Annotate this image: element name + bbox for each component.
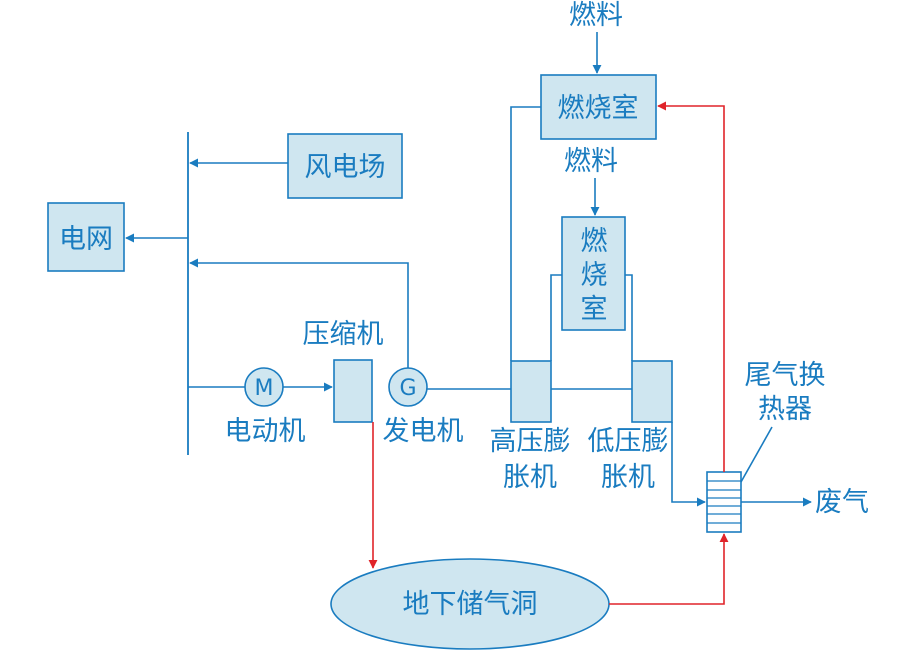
top-fuel-label: 燃料 [569, 0, 623, 31]
mid-combustor-to-lp-line [625, 274, 633, 361]
recuperator-to-top-combustor-arrow [657, 101, 725, 472]
motor-symbol: M [255, 376, 274, 401]
lp-expander-label-line2: 胀机 [601, 462, 655, 493]
wind-farm-label: 风电场 [305, 152, 386, 183]
motor-label: 电动机 [225, 416, 306, 447]
top-combustor-to-hp-line [510, 106, 541, 361]
hp-to-mid-combustor-line [550, 274, 562, 361]
lp-expander-label-line1: 低压膨 [588, 426, 669, 457]
compressor-label: 压缩机 [303, 319, 384, 350]
lp-to-recuperator-arrow [671, 422, 706, 507]
generator-label: 发电机 [383, 416, 464, 447]
mid-fuel-label: 燃料 [564, 146, 618, 177]
hp-expander-label-line1: 高压膨 [490, 426, 571, 457]
generator-to-bus-arrow [189, 258, 409, 368]
recuperator-plates [707, 480, 741, 524]
wind-farm-box [287, 133, 403, 199]
grid-label: 电网 [59, 224, 113, 255]
mid-combustor-label-3: 室 [581, 294, 608, 325]
mid-combustor-label-1: 燃 [581, 226, 608, 257]
exhaust-label: 废气 [815, 487, 869, 518]
cavern-label: 地下储气洞 [403, 589, 538, 620]
mid-combustor-box [561, 216, 626, 331]
hp-expander-label-line2: 胀机 [503, 462, 557, 493]
lp-expander-box [631, 360, 673, 423]
mid-combustor-label-2: 烧 [581, 260, 608, 291]
generator-circle [388, 367, 428, 407]
hp-expander-box [510, 360, 552, 423]
recuperator-label-line2: 热器 [758, 394, 812, 425]
generator-symbol: G [399, 376, 416, 401]
recuperator-label-line1: 尾气换 [745, 360, 826, 391]
grid-box [47, 202, 125, 272]
cavern-to-recuperator-arrow [609, 533, 729, 605]
recuperator-box [706, 471, 742, 533]
top-combustor-label: 燃烧室 [558, 93, 639, 124]
compressor-box [333, 359, 373, 423]
recuperator-leader-line [740, 426, 773, 483]
